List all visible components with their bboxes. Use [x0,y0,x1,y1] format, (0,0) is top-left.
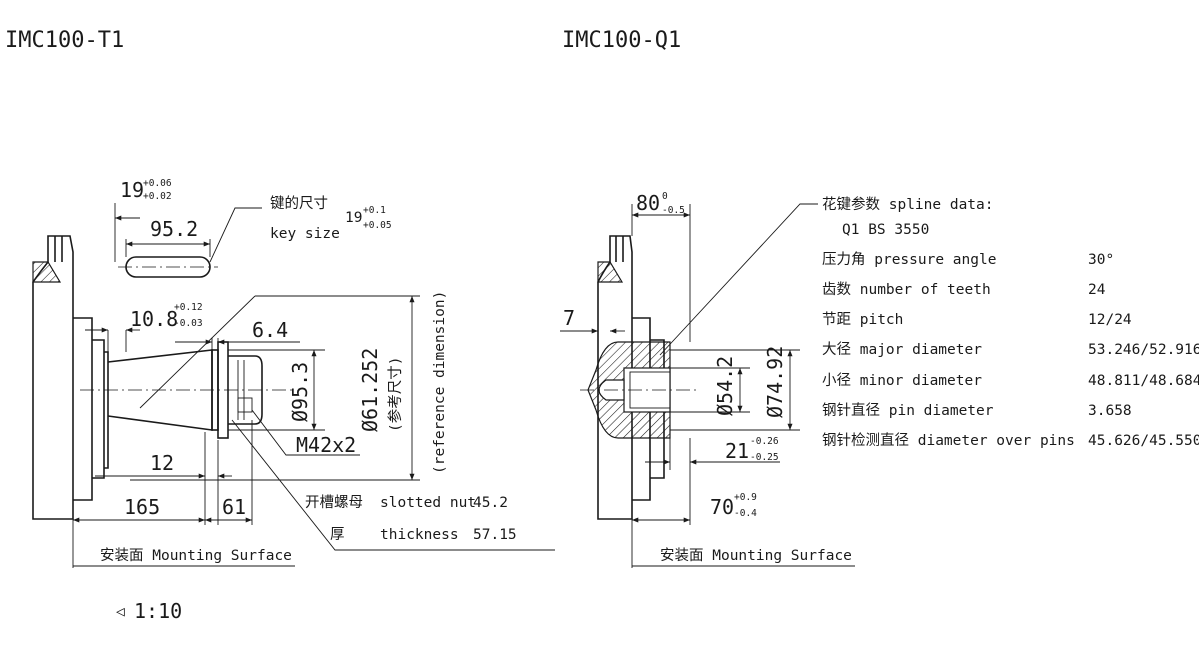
spline-row-value: 45.626/45.550 [1088,433,1199,449]
dim-70-label: 70 [710,495,734,519]
dim-165-label: 165 [124,495,160,519]
dim-7-label: 7 [563,306,575,330]
mounting-surface-right: 安装面 Mounting Surface [660,547,852,564]
dim-61-252-label: Ø61.252 [358,348,382,432]
left-flange [32,235,109,520]
key-size-tol-lower: +0.05 [363,220,392,231]
dim-74-92-label: Ø74.92 [763,346,787,418]
key-length-label: 95.2 [150,217,198,241]
spline-row-label: 齿数 number of teeth [822,281,991,298]
dim-80-tol-upper: 0 [662,191,668,202]
left-view: 95.2 19 +0.06 +0.02 键的尺寸 key size 19 +0.… [32,178,555,623]
thread-label: M42x2 [296,433,356,457]
slotted-nut-en: slotted nut [380,495,476,511]
spline-header: 花键参数 spline data: [822,196,994,213]
spline-row-value: 30° [1088,252,1114,268]
key-size-cn: 键的尺寸 [270,195,328,212]
spline-row-label: 节距 pitch [822,311,903,328]
spline-row-value: 24 [1088,282,1106,298]
spline-row-value: 3.658 [1088,403,1132,419]
dim-21-tol-lower: -0.25 [750,452,779,463]
taper-symbol: ◁ [116,604,125,620]
dim-12-label: 12 [150,451,174,475]
dim-95-3-label: Ø95.3 [288,362,312,422]
thickness-en: thickness [380,527,459,543]
dim-21-tol-upper: -0.26 [750,436,779,447]
key-size-value: 19 [345,210,362,226]
ref-dim-cn: (参考尺寸) [387,357,404,432]
slotted-nut-value: 45.2 [473,495,508,511]
slotted-nut-cn: 开槽螺母 [305,494,363,511]
ref-dim-en: (reference dimension) [432,291,448,474]
dim-6-4-label: 6.4 [252,318,288,342]
spline-row-label: 大径 major diameter [822,341,982,358]
dim-80-label: 80 [636,191,660,215]
key-width-tol-lower: +0.02 [143,191,172,202]
spline-row-label: 钢针检测直径 diameter over pins [822,432,1075,449]
key-size-tol-upper: +0.1 [363,205,386,216]
taper-tol-lower: -0.03 [174,318,203,329]
title-right: IMC100-Q1 [562,28,681,53]
right-view: 80 0 -0.5 7 Ø54.2 Ø74.92 21 -0.26 -0 [560,191,1199,568]
title-left: IMC100-T1 [5,28,124,53]
spline-row-label: 钢针直径 pin diameter [822,402,994,419]
spline-row-label: 压力角 pressure angle [822,251,996,268]
mounting-surface-left: 安装面 Mounting Surface [100,547,292,564]
left-dimensions: 10.8 +0.12 -0.03 6.4 Ø95.3 Ø61.252 (参考尺寸… [72,291,555,623]
dim-61-label: 61 [222,495,246,519]
key-part: 95.2 19 +0.06 +0.02 键的尺寸 key size 19 +0.… [114,178,392,278]
right-dimensions: 80 0 -0.5 7 Ø54.2 Ø74.92 21 -0.26 -0 [560,191,855,568]
dim-70-tol-lower: -0.4 [734,508,757,519]
taper-tol-upper: +0.12 [174,302,203,313]
dim-70-tol-upper: +0.9 [734,492,757,503]
taper-dim-label: 10.8 [130,307,178,331]
spline-row-value: 48.811/48.684 [1088,373,1199,389]
thickness-value: 57.15 [473,527,517,543]
thickness-cn: 厚 [330,527,345,543]
spline-row-value: 12/24 [1088,312,1132,328]
spline-standard: Q1 BS 3550 [842,222,929,238]
key-width-label: 19 [120,178,144,202]
dim-54-2-label: Ø54.2 [713,356,737,416]
spline-row-value: 53.246/52.916 [1088,342,1199,358]
key-width-tol-upper: +0.06 [143,178,172,189]
spline-row-label: 小径 minor diameter [822,372,982,389]
dim-21-label: 21 [725,439,749,463]
key-size-en: key size [270,226,340,242]
taper-ratio: 1:10 [134,599,182,623]
spline-table: 花键参数 spline data: Q1 BS 3550 压力角 pressur… [822,196,1199,449]
dim-80-tol-lower: -0.5 [662,205,685,216]
